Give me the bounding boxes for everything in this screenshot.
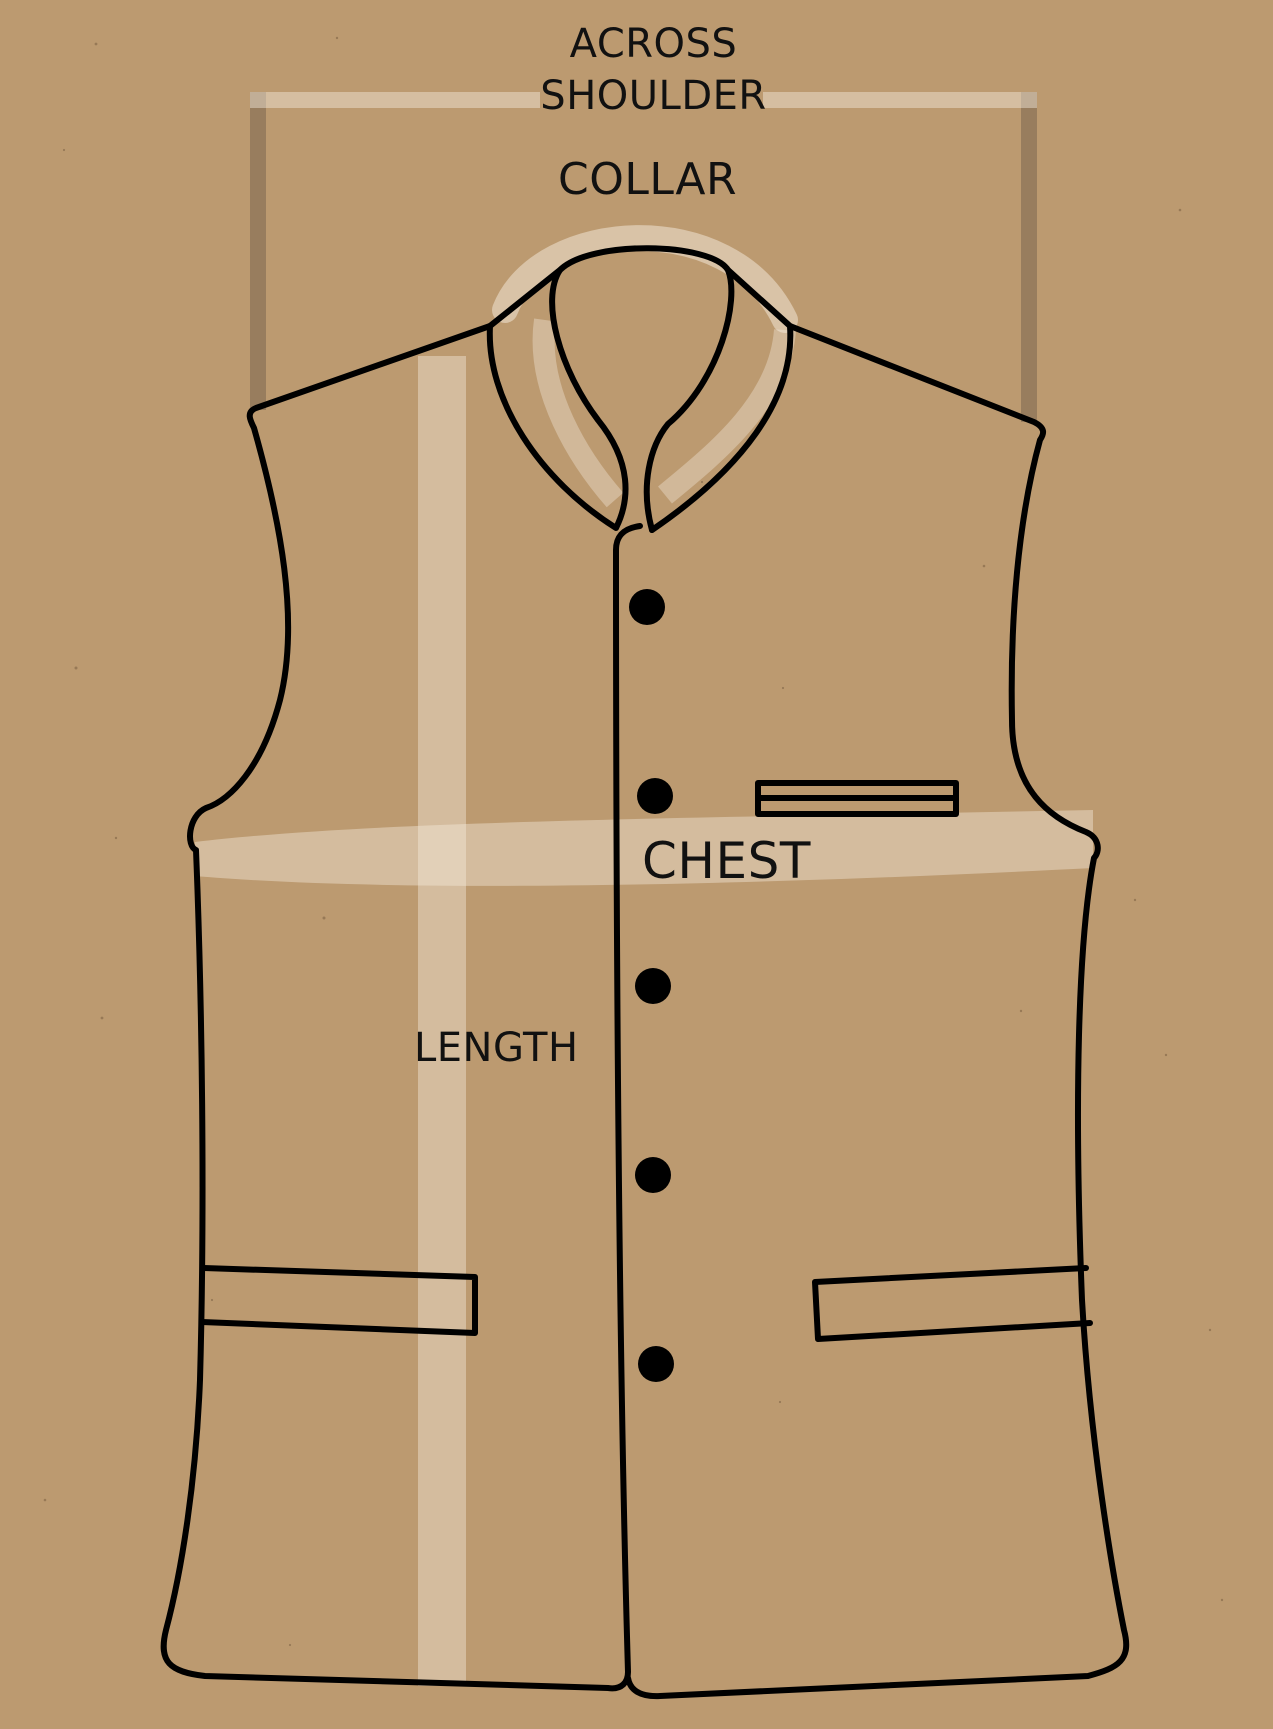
- button-2: [637, 778, 673, 814]
- across-shoulder-bracket: [250, 92, 1037, 422]
- across-shoulder-label-line-1: ACROSS: [569, 21, 738, 67]
- chest-label: CHEST: [642, 832, 811, 890]
- across-shoulder-label-line-2: SHOULDER: [540, 73, 767, 119]
- collar-right-inner: [643, 267, 735, 533]
- jacket-right-panel: [625, 323, 1130, 1700]
- length-label: LENGTH: [414, 1025, 579, 1071]
- collar-label: COLLAR: [558, 154, 738, 205]
- button-1: [629, 589, 665, 625]
- collar-left-inner: [486, 267, 629, 531]
- right-hip-pocket: [812, 1265, 1093, 1342]
- button-5: [638, 1346, 674, 1382]
- jacket-outline: [160, 245, 1130, 1700]
- paper-texture: [43, 36, 1224, 1647]
- left-hip-pocket: [199, 1265, 478, 1336]
- length-measure-band: [418, 356, 466, 1686]
- across-shoulder-label: ACROSS SHOULDER: [0, 24, 1273, 116]
- collar-measure-band: [492, 225, 798, 333]
- buttons: [629, 589, 674, 1382]
- collar-inner-band: [532, 318, 796, 508]
- button-4: [635, 1157, 671, 1193]
- chest-measure-band: [195, 810, 1093, 886]
- button-3: [635, 968, 671, 1004]
- jacket-left-panel: [160, 323, 643, 1692]
- collar-outline: [487, 245, 794, 533]
